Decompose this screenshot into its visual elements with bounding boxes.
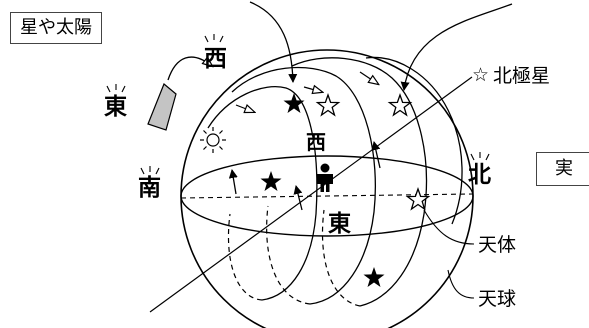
rotation-curve (167, 57, 212, 81)
east-label-outer: 東 (104, 94, 127, 120)
polaris-marker: ☆ (472, 64, 490, 86)
sun-icon (200, 127, 226, 153)
glow-marks-north (470, 152, 490, 161)
star-open-right (387, 93, 413, 117)
horizon-front (180, 195, 474, 237)
callout-arrow-right (400, 3, 513, 91)
path-arrow-1 (235, 105, 254, 112)
diurnal-path-2 (231, 66, 377, 305)
path-arrow-2 (303, 87, 322, 92)
star-filled-bottom (363, 267, 385, 287)
path-arrow-up-1 (228, 169, 238, 195)
celestial-axis (149, 76, 473, 313)
callout-arrow-left (249, 1, 298, 83)
celestial-sphere-label: 天球 (478, 288, 517, 310)
polaris-label: 北極星 (493, 65, 551, 87)
south-label: 南 (138, 175, 161, 201)
north-south-line (180, 193, 474, 199)
leader-celestial-body (423, 209, 475, 245)
diurnal-path-1 (207, 86, 318, 301)
star-open-top (315, 93, 341, 117)
diurnal-path-3 (291, 57, 428, 307)
path-arrow-3 (359, 71, 378, 84)
person-icon (317, 163, 333, 192)
west-label-center: 西 (306, 130, 326, 154)
north-label: 北 (468, 162, 491, 188)
glow-marks-west-top (204, 34, 224, 43)
actual-label: 実 (555, 158, 573, 179)
stars-and-sun-box: 星や太陽 (10, 12, 102, 44)
star-filled-middle (260, 171, 282, 191)
east-label-center: 東 (328, 211, 351, 237)
path-arrow-up-2 (293, 185, 303, 211)
celestial-body-label: 天体 (478, 234, 517, 256)
glow-marks-east (106, 84, 126, 93)
star-open-lower-right (405, 187, 431, 211)
west-label-top: 西 (204, 46, 227, 72)
actual-box: 実 (536, 152, 589, 186)
rotation-arrow-icon (147, 83, 177, 131)
glow-marks-south (140, 166, 160, 175)
horizon-back (180, 155, 474, 197)
path-arrow-up-3 (371, 141, 381, 169)
star-filled-top (283, 93, 305, 113)
diurnal-path-4 (365, 56, 463, 225)
leader-celestial-sphere (447, 269, 475, 299)
